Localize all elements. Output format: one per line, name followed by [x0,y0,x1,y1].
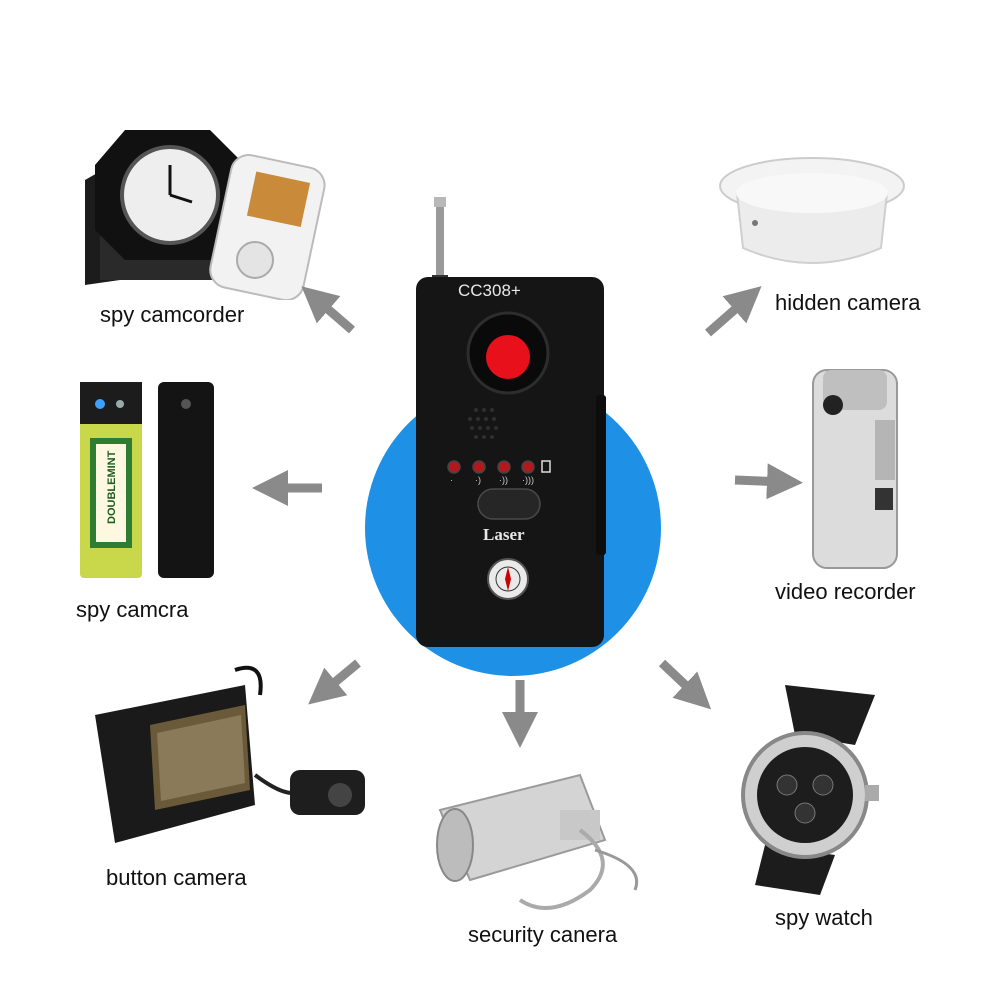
arrow-to-button-camera [308,659,361,705]
hidden-camera-image [715,148,910,278]
antenna [436,203,444,283]
label-button-camera: button camera [106,865,247,890]
led-mark-1: · [450,475,453,485]
security-camera-image [430,770,660,920]
led-mark-2: ·) [475,475,481,485]
label-video-recorder: video recorder [775,579,916,604]
device-model-label: CC308+ [458,281,521,300]
led-mark-3: ·)) [499,475,508,485]
led-mark-4: ·))) [522,475,534,485]
label-security-camera: security canera [468,922,618,947]
device-body [416,277,604,647]
label-spy-camera: spy camcra [76,597,189,622]
laser-button-label: Laser [483,525,525,544]
arrow-to-spy-camcorder [301,286,355,334]
arrow-to-hidden-camera [705,286,762,337]
spy-watch-image [725,685,895,895]
rf-detector-device: CC308+ Laser · ·) ·)) ·))) [410,195,610,655]
label-hidden-camera: hidden camera [775,290,921,315]
spy-camera-image: DOUBLEMINT [78,380,218,580]
laser-button [477,488,541,520]
spy-camcorder-image [80,120,330,300]
arrow-to-video-recorder [734,463,803,500]
arrow-to-spy-watch [658,659,712,710]
button-camera-image [95,665,375,845]
laser-lens [486,335,530,379]
video-recorder-image [805,360,905,572]
label-spy-watch: spy watch [775,905,873,930]
label-spy-camcorder: spy camcorder [100,302,245,327]
